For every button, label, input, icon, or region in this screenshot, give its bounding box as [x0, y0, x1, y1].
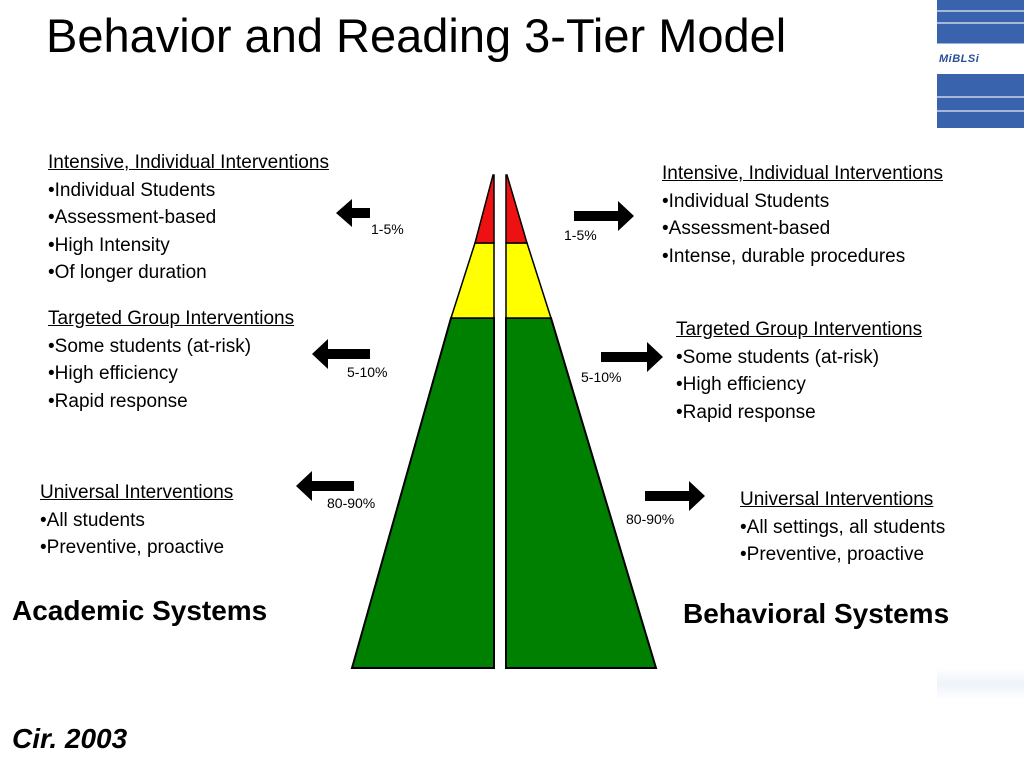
- behavioral-targeted-percent: 5-10%: [581, 369, 622, 385]
- list-item: •Assessment-based: [48, 207, 217, 228]
- right-arrow-icon: [574, 201, 634, 231]
- logo-stripe: [937, 10, 1024, 12]
- logo-text: MiBLSi: [939, 53, 980, 65]
- academic-pyramid-half: [350, 174, 495, 669]
- list-item: •Preventive, proactive: [40, 537, 225, 558]
- behavioral-intensive-percent: 1-5%: [564, 227, 597, 243]
- behavioral-intensive-block: Intensive, Individual Interventions •Ind…: [662, 160, 943, 270]
- logo-stripe: [937, 110, 1024, 112]
- right-arrow-icon: [645, 481, 705, 511]
- behavioral-universal-percent: 80-90%: [626, 511, 675, 527]
- left-arrow-icon: [336, 199, 370, 227]
- slide-title: Behavior and Reading 3-Tier Model: [46, 9, 787, 62]
- academic-targeted-header: Targeted Group Interventions: [48, 308, 295, 329]
- list-item: •High efficiency: [48, 363, 178, 384]
- list-item: •Intense, durable procedures: [662, 245, 906, 267]
- academic-systems-label: Academic Systems: [12, 595, 268, 626]
- list-item: •High efficiency: [676, 374, 806, 395]
- list-item: •High Intensity: [48, 234, 170, 256]
- behavioral-pyramid-half: [505, 174, 658, 669]
- behavioral-intensive-header: Intensive, Individual Interventions: [662, 163, 943, 184]
- academic-targeted-tier: [449, 242, 495, 319]
- left-arrow-icon: [296, 471, 354, 501]
- behavioral-targeted-header: Targeted Group Interventions: [676, 319, 923, 340]
- academic-universal-block: Universal Interventions •All students •P…: [40, 479, 233, 562]
- list-item: •Individual Students: [662, 190, 830, 212]
- list-item: •Some students (at-risk): [676, 346, 880, 368]
- academic-intensive-tier: [474, 174, 495, 244]
- miblsi-logo: MiBLSi: [937, 0, 1024, 128]
- behavioral-universal-header: Universal Interventions: [740, 489, 934, 510]
- citation: Cir. 2003: [12, 723, 128, 754]
- academic-targeted-block: Targeted Group Interventions •Some stude…: [48, 305, 294, 415]
- academic-intensive-header: Intensive, Individual Interventions: [48, 152, 329, 173]
- right-arrow-icon: [601, 342, 663, 372]
- list-item: •Preventive, proactive: [740, 544, 925, 565]
- list-item: •Some students (at-risk): [48, 335, 252, 357]
- behavioral-systems-label: Behavioral Systems: [683, 598, 950, 629]
- left-arrow-icon: [312, 339, 370, 369]
- academic-intensive-percent: 1-5%: [371, 221, 404, 237]
- academic-universal-percent: 80-90%: [327, 495, 376, 511]
- logo-stripe: [937, 22, 1024, 24]
- list-item: •Rapid response: [676, 401, 816, 423]
- behavioral-intensive-tier: [505, 174, 529, 244]
- academic-universal-header: Universal Interventions: [40, 482, 234, 503]
- list-item: •Of longer duration: [48, 262, 207, 283]
- academic-intensive-block: Intensive, Individual Interventions •Ind…: [48, 149, 329, 287]
- logo-stripe: [937, 96, 1024, 98]
- logo-glow: [937, 668, 1024, 700]
- list-item: •Rapid response: [48, 390, 188, 412]
- behavioral-targeted-tier: [505, 242, 553, 319]
- list-item: •Assessment-based: [662, 218, 831, 239]
- behavioral-targeted-block: Targeted Group Interventions •Some stude…: [676, 316, 922, 426]
- academic-targeted-percent: 5-10%: [347, 364, 388, 380]
- list-item: •Individual Students: [48, 179, 216, 201]
- list-item: •All settings, all students: [740, 516, 946, 538]
- behavioral-universal-block: Universal Interventions •All settings, a…: [740, 486, 945, 569]
- list-item: •All students: [40, 509, 145, 531]
